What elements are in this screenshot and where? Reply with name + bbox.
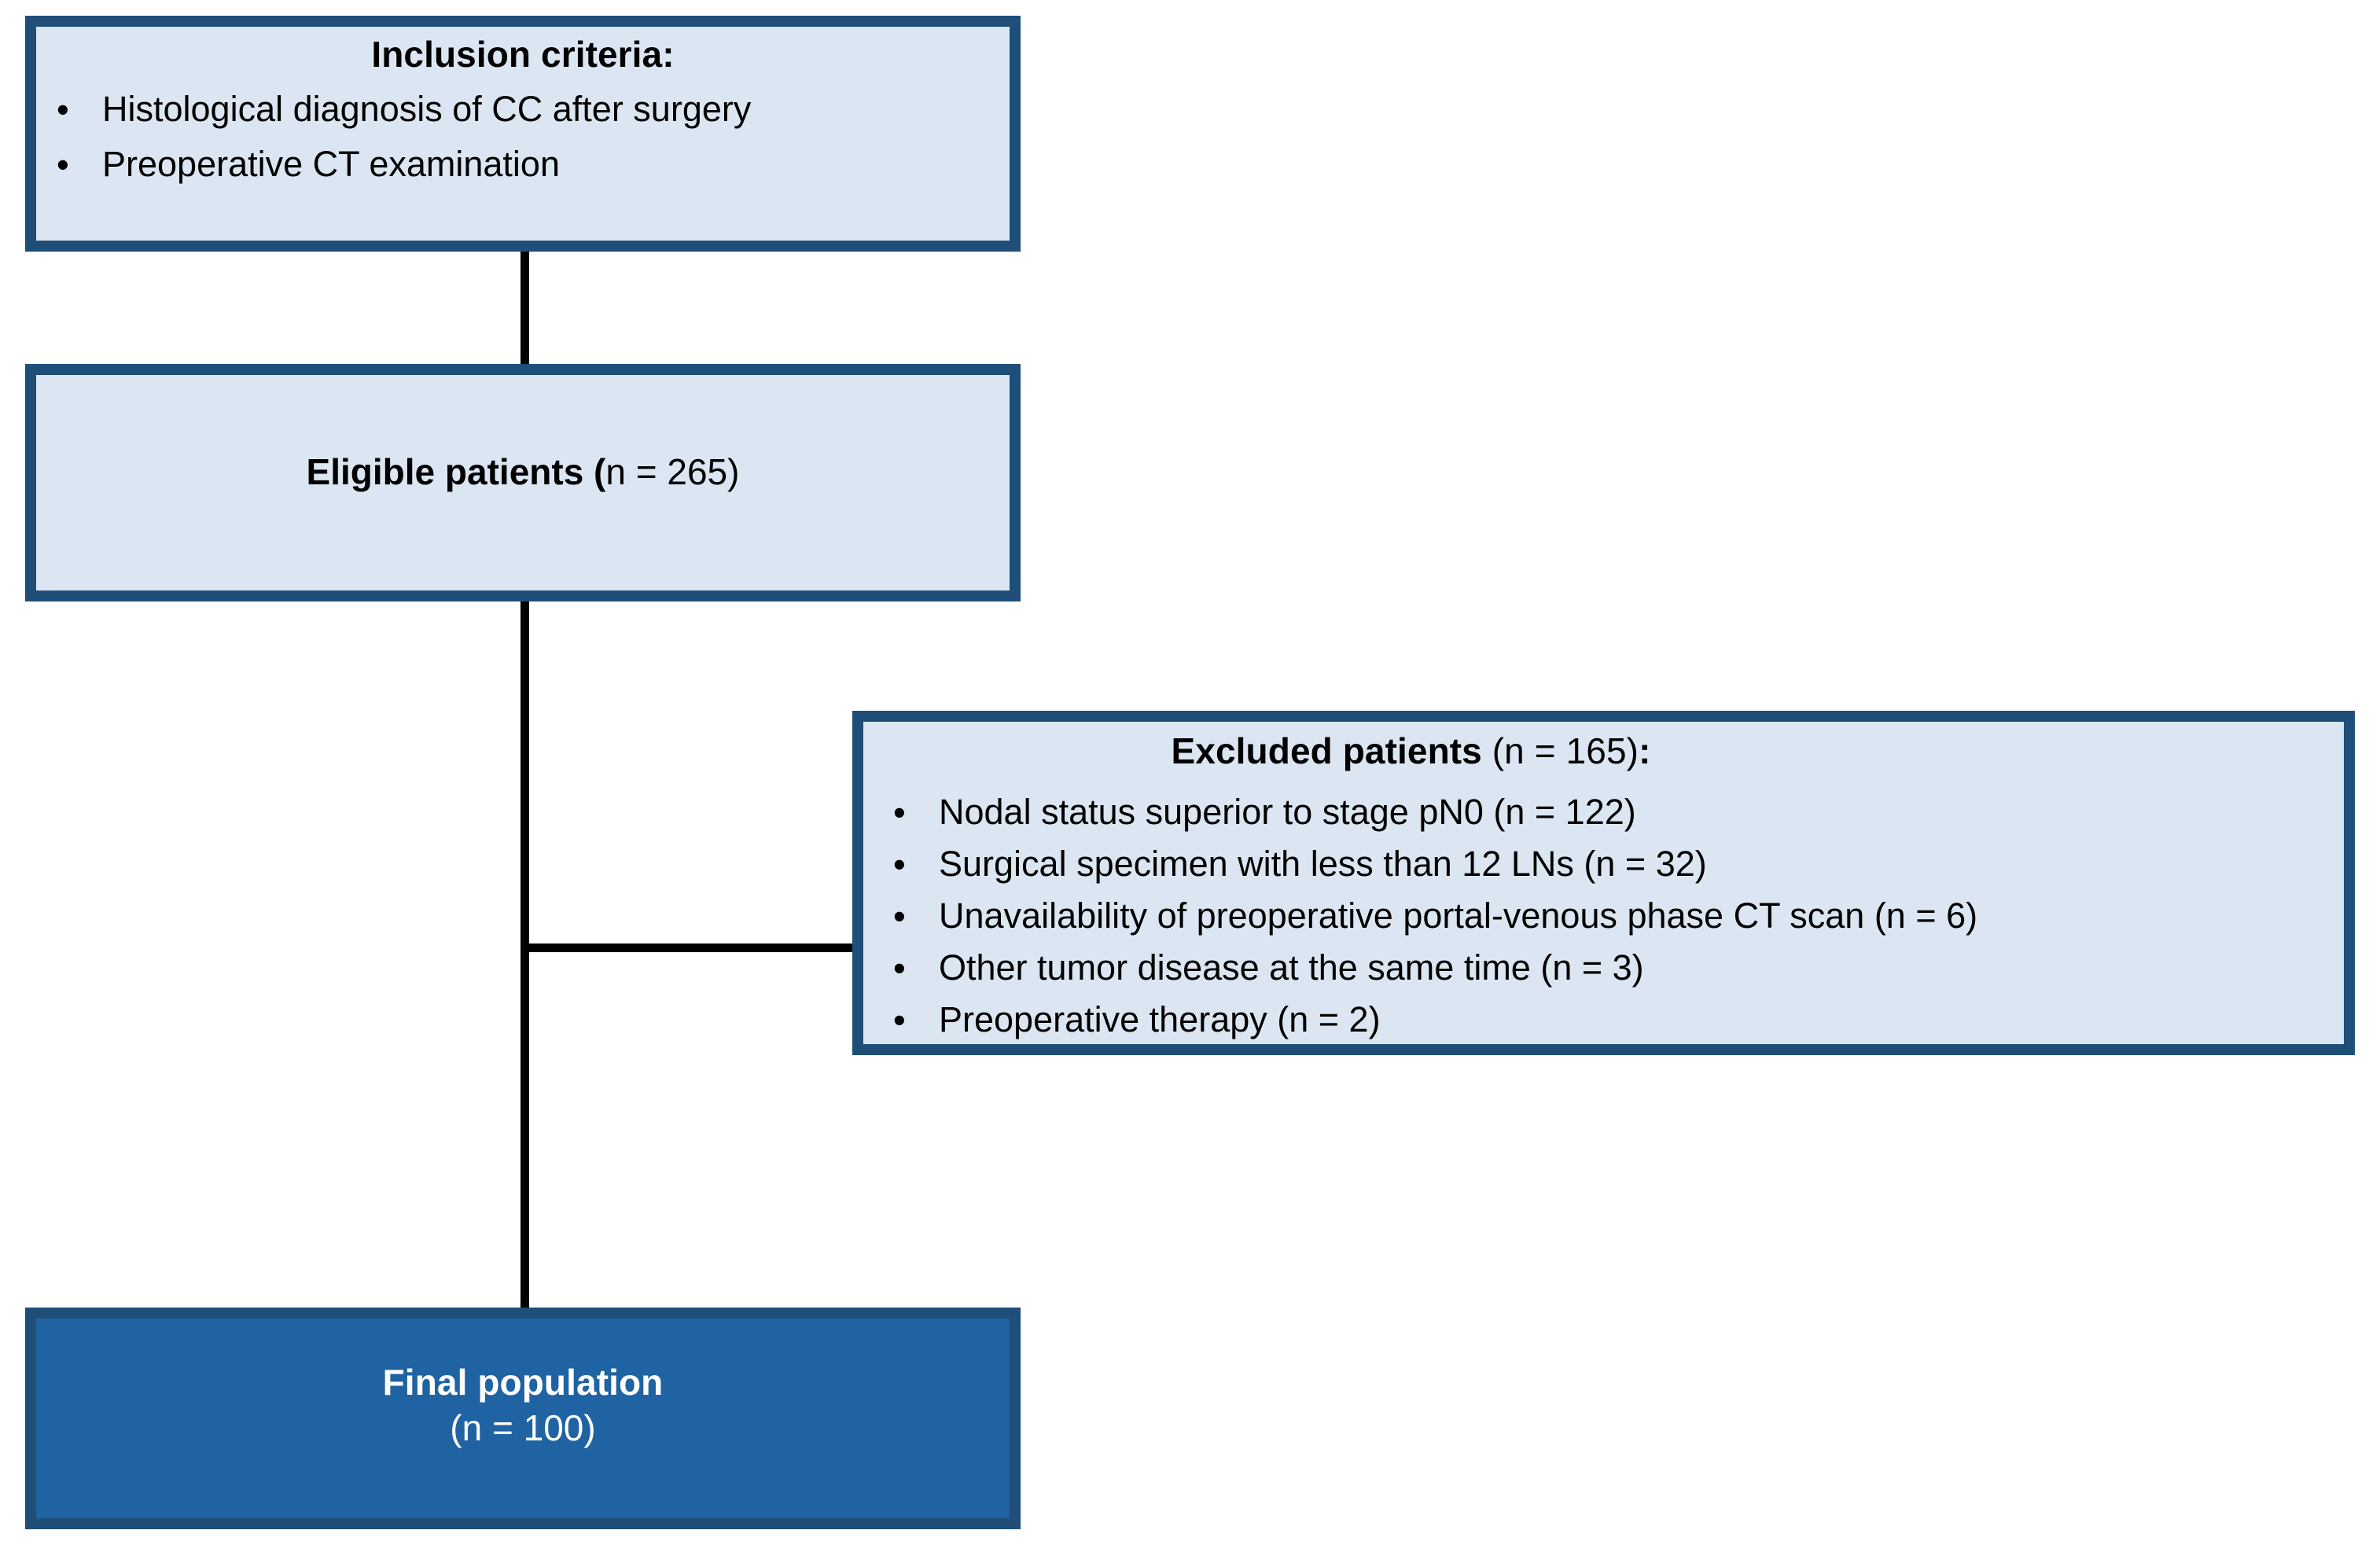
final-center-wrap: Final population (n = 100)	[36, 1362, 1010, 1448]
inclusion-title: Inclusion criteria:	[371, 34, 675, 75]
bullet-icon: •	[893, 896, 906, 936]
list-item: • Preoperative CT examination	[57, 146, 751, 182]
connector-eligible-to-final	[521, 596, 529, 1313]
bullet-icon: •	[893, 844, 906, 885]
inclusion-title-wrap: Inclusion criteria:	[36, 34, 1010, 75]
list-item: • Unavailability of preoperative portal-…	[893, 896, 1978, 936]
excluded-box-inner: Excluded patients (n = 165): • Nodal sta…	[863, 722, 2344, 1044]
eligible-label-bold: Eligible patients (	[306, 451, 606, 492]
connector-trunk-to-excluded	[524, 944, 858, 952]
inclusion-box-inner: Inclusion criteria: • Histological diagn…	[36, 27, 1010, 241]
excluded-title-colon: :	[1639, 730, 1651, 771]
excluded-list-wrap: • Nodal status superior to stage pN0 (n …	[893, 794, 1977, 1054]
excluded-bullet-list: • Nodal status superior to stage pN0 (n …	[893, 792, 1978, 1040]
inclusion-criteria-box: Inclusion criteria: • Histological diagn…	[25, 16, 1021, 252]
eligible-label: Eligible patients (n = 265)	[36, 451, 1010, 493]
list-item: • Nodal status superior to stage pN0 (n …	[893, 792, 1977, 833]
list-item: • Histological diagnosis of CC after sur…	[57, 91, 751, 127]
eligible-center-wrap: Eligible patients (n = 265)	[36, 451, 1010, 493]
list-item-label: Histological diagnosis of CC after surge…	[102, 89, 752, 129]
bullet-icon: •	[57, 144, 69, 185]
excluded-title-wrap: Excluded patients (n = 165):	[863, 730, 2344, 772]
excluded-title-count: (n = 165)	[1481, 730, 1639, 771]
bullet-icon: •	[893, 999, 906, 1040]
list-item-label: Surgical specimen with less than 12 LNs …	[939, 844, 1707, 884]
list-item: • Other tumor disease at the same time (…	[893, 947, 1977, 988]
eligible-patients-box: Eligible patients (n = 265)	[25, 364, 1021, 601]
connector-inclusion-to-eligible	[521, 246, 529, 372]
final-population-label: Final population	[382, 1362, 664, 1403]
inclusion-bullet-list: • Histological diagnosis of CC after sur…	[57, 91, 751, 182]
excluded-title: Excluded patients (n = 165):	[863, 730, 1959, 772]
list-item-label: Other tumor disease at the same time (n …	[939, 947, 1644, 988]
final-population-box: Final population (n = 100)	[25, 1308, 1021, 1529]
inclusion-list-wrap: • Histological diagnosis of CC after sur…	[57, 91, 751, 201]
bullet-icon: •	[893, 947, 906, 988]
final-population-count: (n = 100)	[450, 1407, 596, 1448]
excluded-title-bold: Excluded patients	[1171, 730, 1482, 771]
excluded-patients-box: Excluded patients (n = 165): • Nodal sta…	[852, 711, 2355, 1055]
list-item-label: Preoperative CT examination	[102, 144, 560, 184]
bullet-icon: •	[893, 792, 906, 833]
list-item-label: Preoperative therapy (n = 2)	[939, 999, 1381, 1039]
list-item-label: Nodal status superior to stage pN0 (n = …	[939, 792, 1636, 832]
list-item: • Preoperative therapy (n = 2)	[893, 999, 1977, 1040]
final-box-inner: Final population (n = 100)	[36, 1319, 1010, 1518]
bullet-icon: •	[57, 89, 69, 130]
eligible-label-count: n = 265)	[605, 451, 740, 492]
eligible-box-inner: Eligible patients (n = 265)	[36, 375, 1010, 590]
list-item: • Surgical specimen with less than 12 LN…	[893, 844, 1977, 885]
list-item-label: Unavailability of preoperative portal-ve…	[939, 896, 1978, 936]
